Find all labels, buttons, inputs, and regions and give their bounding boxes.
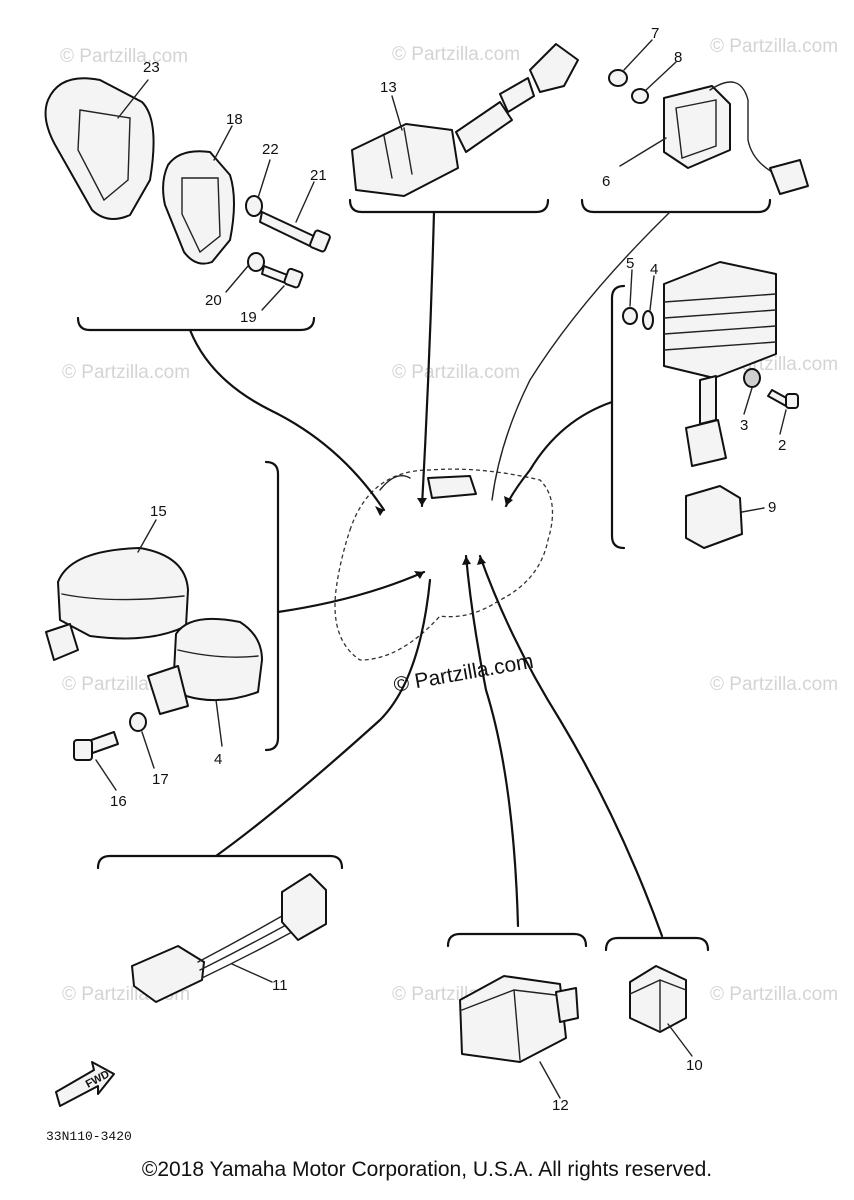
relay-6-wire [709, 81, 773, 173]
callout-23: 23 [143, 59, 160, 76]
part-10-group: 10 [604, 936, 710, 1074]
part-11-group: 11 [96, 854, 344, 1003]
callout-16: 16 [110, 793, 127, 810]
screw-21-head [309, 229, 331, 253]
tail-gasket [162, 150, 235, 265]
callout-9: 9 [768, 499, 776, 516]
rectifier-lead [699, 375, 717, 425]
unit-12-body [459, 975, 567, 1063]
tail-light-group: 23 18 22 21 20 19 [44, 59, 331, 332]
washer-8 [631, 88, 649, 104]
callout-19: 19 [240, 309, 257, 326]
horn-15-bracket [45, 623, 79, 661]
group-bracket [446, 932, 588, 948]
group-bracket [610, 284, 626, 550]
washer-4 [642, 310, 654, 330]
callout-11: 11 [272, 977, 288, 994]
group-bracket [96, 854, 344, 870]
watermark: © Partzilla.com [392, 362, 520, 383]
callout-8: 8 [674, 49, 682, 66]
callout-2: 2 [778, 437, 786, 454]
horn-group: 15 4 17 16 [45, 460, 280, 810]
cover-9 [685, 485, 743, 549]
callout-6: 6 [602, 173, 610, 190]
part-6-group: 7 8 6 [580, 25, 809, 214]
fwd-arrow: FWD [55, 1061, 115, 1107]
callout-10: 10 [686, 1057, 703, 1074]
unit-11-connector [281, 873, 327, 941]
group-bracket [580, 198, 772, 214]
tail-lens-inner [77, 109, 131, 202]
group-bracket [348, 198, 550, 214]
screw-19-head [283, 267, 304, 289]
diagram-code: 33N110-3420 [46, 1129, 132, 1144]
callout-20: 20 [205, 292, 222, 309]
callout-17: 17 [152, 771, 169, 788]
unit-13-body [351, 123, 459, 197]
center-watermark: © Partzilla.com [392, 650, 535, 697]
callout-22: 22 [262, 141, 279, 158]
unit-11-wires [197, 915, 293, 979]
watermark: © Partzilla.com [62, 362, 190, 383]
fwd-arrow-icon [55, 1061, 115, 1107]
horn-15-body [57, 547, 189, 640]
watermark: © Partzilla.com [710, 984, 838, 1005]
unit-13-cable-sleeve [499, 77, 535, 113]
watermark: © Partzilla.com [392, 44, 520, 65]
nut-7 [608, 69, 628, 87]
unit-13-connector [529, 43, 579, 93]
unit-12-tab [555, 987, 579, 1023]
frame-outline [334, 468, 554, 661]
relay-6-connector [769, 159, 809, 195]
part-13-group: 13 [348, 43, 579, 214]
bolt-16-head [73, 739, 93, 761]
tail-lens-housing [44, 77, 155, 220]
washer-22 [245, 195, 263, 217]
watermark: © Partzilla.com [710, 674, 838, 695]
nut-5 [622, 307, 638, 325]
rectifier-connector [685, 419, 727, 467]
callout-15: 15 [150, 503, 167, 520]
tail-gasket-inner [181, 177, 221, 254]
group-bracket [76, 316, 316, 332]
copyright-notice: ©2018 Yamaha Motor Corporation, U.S.A. A… [141, 1158, 713, 1181]
rectifier-group: 5 4 3 2 9 [610, 255, 799, 550]
screw-21-shaft [259, 211, 319, 249]
unit-13-cable [455, 101, 513, 153]
washer-17 [129, 712, 147, 732]
rectifier-body [663, 261, 777, 379]
callout-4-rectifier: 4 [650, 261, 658, 278]
relay-6-body [663, 85, 731, 169]
screw-2-head [785, 393, 799, 409]
group-bracket [604, 936, 710, 952]
callout-3: 3 [740, 417, 748, 434]
callout-13: 13 [380, 79, 397, 96]
callout-5: 5 [626, 255, 634, 272]
callout-21: 21 [310, 167, 327, 184]
watermark: © Partzilla.com [60, 46, 188, 67]
unit-11-body [131, 945, 205, 1003]
callout-12: 12 [552, 1097, 569, 1114]
leader-lines [188, 210, 671, 938]
part-12-group: 12 [446, 932, 588, 1114]
unit-10-body [629, 965, 687, 1033]
callout-7: 7 [651, 25, 659, 42]
watermark: © Partzilla.com [710, 36, 838, 57]
frame-silhouette [334, 468, 554, 661]
callout-18: 18 [226, 111, 243, 128]
frame-bracket [427, 475, 477, 499]
washer-3 [743, 368, 761, 388]
horn-4-bracket [147, 665, 189, 715]
group-bracket [264, 460, 280, 752]
callout-4-horn: 4 [214, 751, 222, 768]
horn-4-body [173, 617, 263, 702]
washer-20 [247, 252, 265, 272]
